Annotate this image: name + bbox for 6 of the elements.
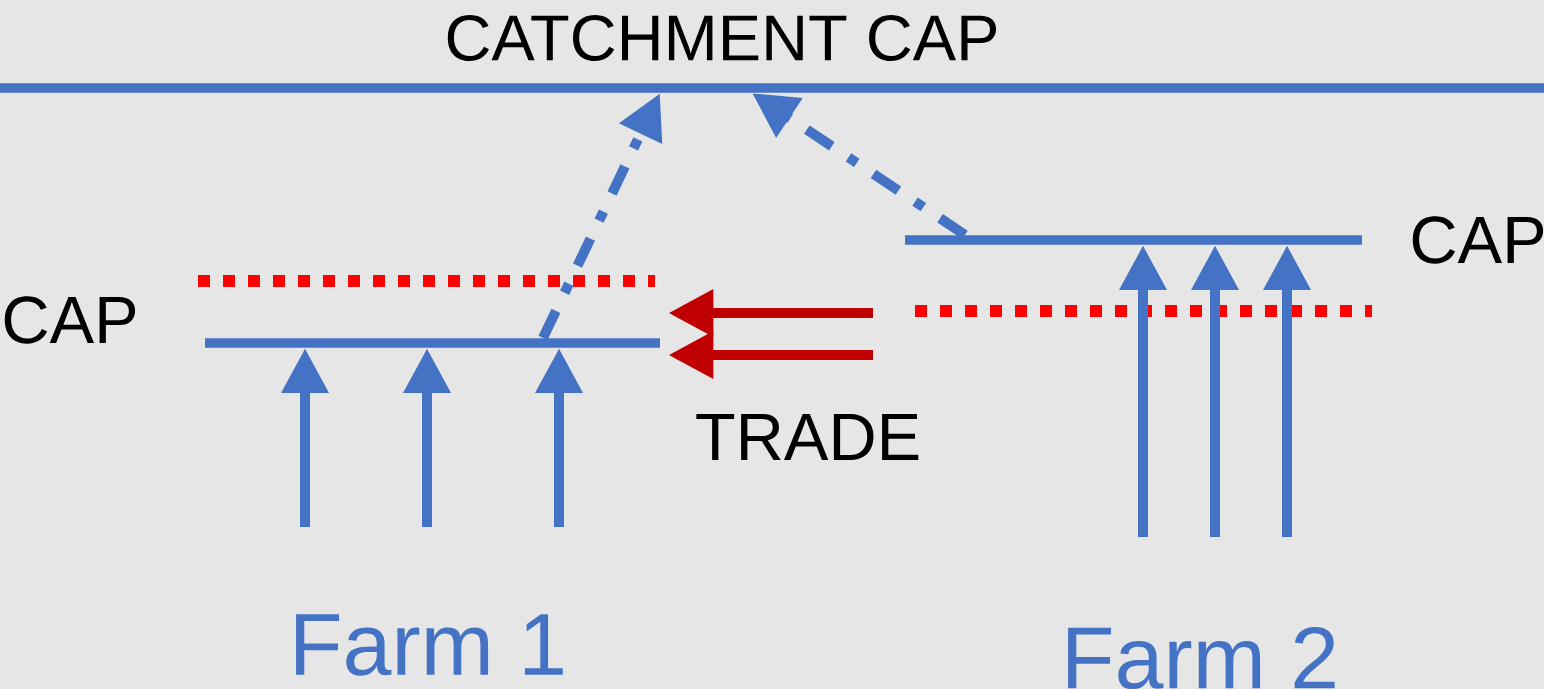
cap-label: CAP (1412, 216, 1544, 264)
edge-label: TRADE (696, 414, 919, 460)
farm-label: Farm 2 (1068, 626, 1335, 689)
farm-label: Farm 1 (296, 614, 563, 676)
title: CATCHMENT CAP (447, 14, 997, 61)
cap-label: CAP (4, 296, 136, 344)
